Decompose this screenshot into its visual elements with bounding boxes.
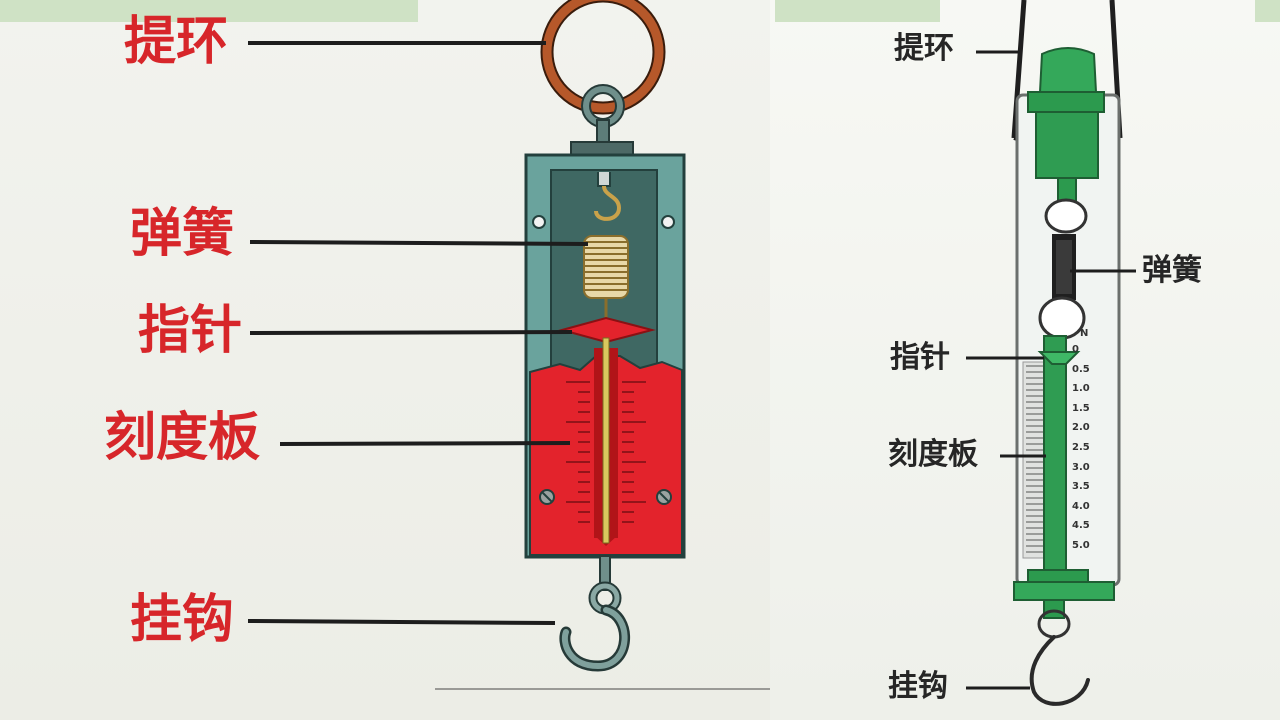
spring-coils xyxy=(583,235,629,318)
top-cap xyxy=(1038,47,1098,93)
scale-number: 1.5 xyxy=(1072,402,1090,414)
label-pointer-right: 指针 xyxy=(890,340,950,375)
top-green-strip xyxy=(775,0,940,22)
scale-number: 5.0 xyxy=(1072,540,1090,551)
scale-number: 3.0 xyxy=(1072,461,1090,473)
label-pointer: 指针 xyxy=(138,300,243,361)
ring xyxy=(542,0,664,113)
screw xyxy=(661,215,675,229)
lower-loop xyxy=(1038,296,1086,340)
scale-ticks-right xyxy=(622,381,646,523)
leader-line-scale-plate xyxy=(279,441,571,446)
label-scale-plate: 刻度板 xyxy=(104,407,261,468)
leader-line-spring xyxy=(249,240,589,246)
hook xyxy=(1029,635,1090,706)
page-divider-line xyxy=(435,688,770,690)
cap-body xyxy=(1035,111,1099,179)
scale-unit: N xyxy=(1080,328,1089,339)
base-collar xyxy=(1027,569,1089,583)
green-rod xyxy=(1043,335,1067,573)
scale-number: 0.5 xyxy=(1072,363,1090,375)
label-scale-plate-right: 刻度板 xyxy=(888,437,978,472)
spring-coil-inner xyxy=(1056,240,1072,294)
scale-number: 3.5 xyxy=(1072,481,1090,493)
pointer-rod xyxy=(602,337,610,544)
spring-top-hook xyxy=(594,185,622,221)
scale-ticks-left xyxy=(566,381,590,523)
upper-loop xyxy=(1044,198,1088,234)
label-hook: 挂钩 xyxy=(130,589,235,650)
label-hook-right: 挂钩 xyxy=(888,669,948,704)
label-ring-right: 提环 xyxy=(894,31,954,66)
label-ring: 提环 xyxy=(124,11,229,72)
screw xyxy=(532,215,546,229)
hook xyxy=(561,607,628,670)
leader-line-hook xyxy=(247,619,556,625)
scale-number: 1.0 xyxy=(1072,383,1090,395)
scale-number: 0 xyxy=(1072,344,1079,355)
base-stem xyxy=(1043,599,1065,619)
label-spring-right: 弹簧 xyxy=(1142,253,1202,288)
top-green-strip xyxy=(0,0,418,22)
base-block xyxy=(1013,581,1115,601)
top-green-strip xyxy=(1255,0,1280,22)
scale-number: 4.0 xyxy=(1072,500,1090,512)
scale-number: 4.5 xyxy=(1072,520,1090,532)
pointer-marker xyxy=(558,316,656,344)
cap-collar xyxy=(1027,91,1105,113)
scale-number: 2.5 xyxy=(1072,442,1090,453)
label-spring: 弹簧 xyxy=(130,203,235,264)
leader-line-pointer xyxy=(249,330,573,335)
pointer-marker xyxy=(1037,351,1081,365)
scale-number: 2.0 xyxy=(1072,422,1090,434)
